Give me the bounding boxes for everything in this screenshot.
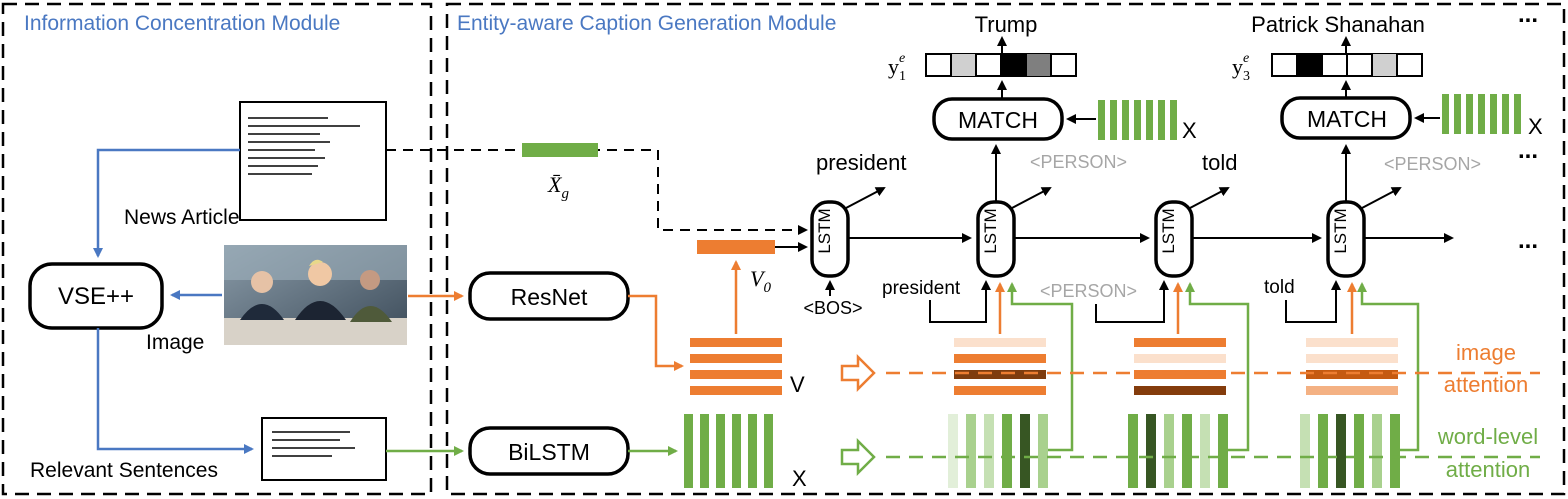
v0-bar (697, 240, 775, 254)
ellipsis-lstm: ... (1518, 227, 1538, 254)
blue-flow (93, 148, 254, 454)
match-label-2: MATCH (1307, 106, 1387, 132)
y1-vector (925, 53, 1077, 77)
caption-module-border (445, 2, 1566, 496)
output-word-president: president (816, 150, 907, 175)
image-attention-label-2: attention (1444, 372, 1528, 397)
match-box-1 (932, 97, 1064, 141)
word-attention-label-1: word-level (1437, 424, 1538, 449)
word-attention-block-3 (1300, 414, 1400, 488)
image-attention-label-1: image (1456, 340, 1516, 365)
ellipsis-top: ... (1518, 1, 1538, 28)
x-entity-bars-2 (1442, 94, 1521, 134)
x-feature-stack (684, 414, 773, 488)
word-att-1-arrow (1007, 282, 1074, 452)
x-label-bottom: X (792, 466, 807, 491)
lstm-cell-0: LSTM (810, 200, 850, 278)
person-input-arrow (1095, 280, 1169, 323)
x-entity-bars-1 (1098, 100, 1177, 140)
word-attention-hollow-arrow (840, 437, 876, 477)
output-entity-patrick: Patrick Shanahan (1251, 12, 1425, 37)
x-entity-label-2: X (1528, 114, 1543, 139)
person-input-token: <PERSON> (1040, 281, 1137, 301)
y1-label: y1e (888, 51, 906, 84)
info-module-title: Information Concentration Module (24, 12, 340, 35)
image-attention-block-3 (1306, 338, 1398, 395)
word-attention-label-2: attention (1446, 457, 1530, 482)
person-token-2: <PERSON> (1384, 154, 1481, 174)
person-token-1: <PERSON> (1030, 152, 1127, 172)
news-article-label: News Article (124, 206, 240, 229)
v0-label: V0 (750, 266, 771, 296)
y3-label: y3e (1232, 51, 1250, 84)
y3-vector (1271, 53, 1423, 77)
president-input-arrow (929, 280, 991, 323)
bos-label: <BOS> (803, 298, 862, 318)
info-module-border (1, 2, 433, 496)
word-att-2-arrow (1185, 282, 1250, 452)
image-attention-block-2 (1134, 338, 1226, 395)
image-attention-hollow-arrow (840, 353, 876, 393)
resnet-to-v-arrow (628, 294, 684, 371)
svg-text:LSTM: LSTM (1159, 208, 1178, 253)
resnet-label: ResNet (511, 284, 588, 310)
v-label: V (790, 372, 805, 397)
svg-text:LSTM: LSTM (981, 208, 1000, 253)
word-attention-block-2 (1128, 414, 1228, 488)
relevant-sentences-label: Relevant Sentences (30, 459, 218, 482)
lstm-cell-1: LSTM (976, 200, 1016, 278)
input-word-told: told (1264, 277, 1295, 298)
caption-module-title: Entity-aware Caption Generation Module (457, 12, 836, 35)
output-word-told: told (1202, 150, 1237, 175)
image-attention-block-1 (954, 338, 1046, 395)
x-entity-label-1: X (1182, 118, 1197, 143)
lstm-cell-2: LSTM (1154, 200, 1194, 278)
image-label: Image (146, 331, 204, 354)
match-label-1: MATCH (958, 107, 1038, 133)
bilstm-label: BiLSTM (508, 439, 590, 465)
xg-path (386, 143, 808, 235)
vse-box (28, 262, 164, 330)
xg-label: X̄g (547, 172, 569, 202)
v-feature-stack (690, 338, 782, 395)
svg-text:LSTM: LSTM (815, 208, 834, 253)
news-image (224, 245, 407, 345)
word-attention-block-1 (948, 414, 1048, 488)
news-article-doc (239, 101, 387, 221)
vse-label: VSE++ (58, 283, 134, 310)
svg-text:LSTM: LSTM (1331, 208, 1350, 253)
output-entity-trump: Trump (975, 12, 1038, 37)
lstm-output-arrows (845, 187, 1402, 209)
input-word-president: president (882, 278, 961, 299)
relevant-sentences-doc (261, 417, 387, 481)
lstm-cell-3: LSTM (1326, 200, 1366, 278)
told-input-arrow (1285, 280, 1341, 323)
word-att-3-arrow (1357, 282, 1420, 452)
ellipsis-mid: ... (1518, 137, 1538, 164)
